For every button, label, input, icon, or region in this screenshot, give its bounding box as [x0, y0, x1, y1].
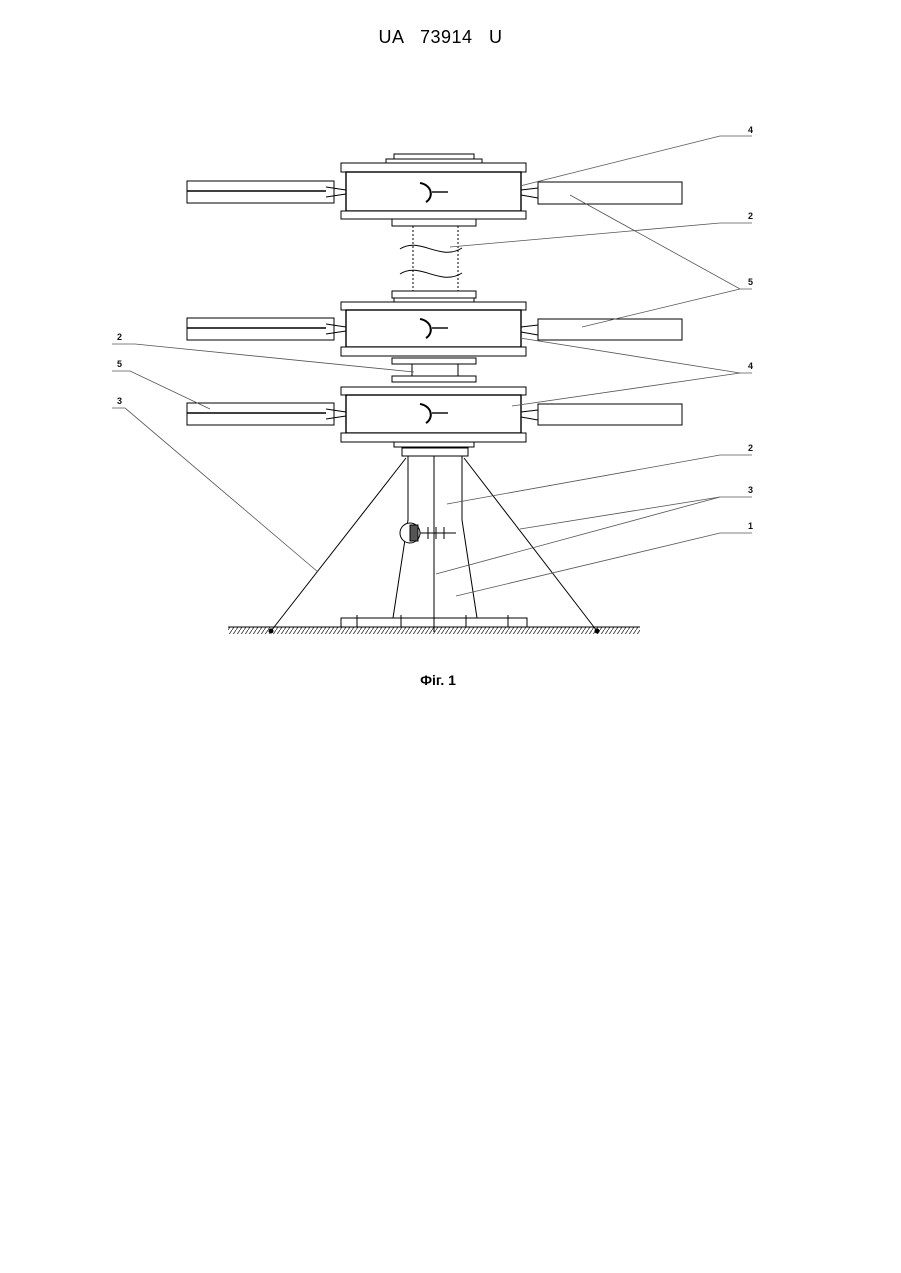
figure-caption: Фіг. 1	[0, 672, 876, 688]
callout-1: 1	[748, 521, 753, 531]
mast-middle	[392, 358, 476, 382]
callout-2-top: 2	[748, 211, 753, 221]
callout-2-left: 2	[117, 332, 122, 342]
callout-3-right: 3	[748, 485, 753, 495]
patent-drawing: 4 2 5 4 2 3 1 2 5 3	[0, 0, 901, 700]
callout-2-lower: 2	[748, 443, 753, 453]
callout-4-top: 4	[748, 125, 753, 135]
rotor-unit-middle	[187, 298, 682, 356]
callout-3-left: 3	[117, 396, 122, 406]
rotor-unit-bottom	[187, 387, 682, 447]
callout-4-middle: 4	[748, 361, 753, 371]
mast-upper	[392, 219, 476, 298]
callout-5-left: 5	[117, 359, 122, 369]
callout-5-right: 5	[748, 277, 753, 287]
base-support	[341, 448, 527, 632]
